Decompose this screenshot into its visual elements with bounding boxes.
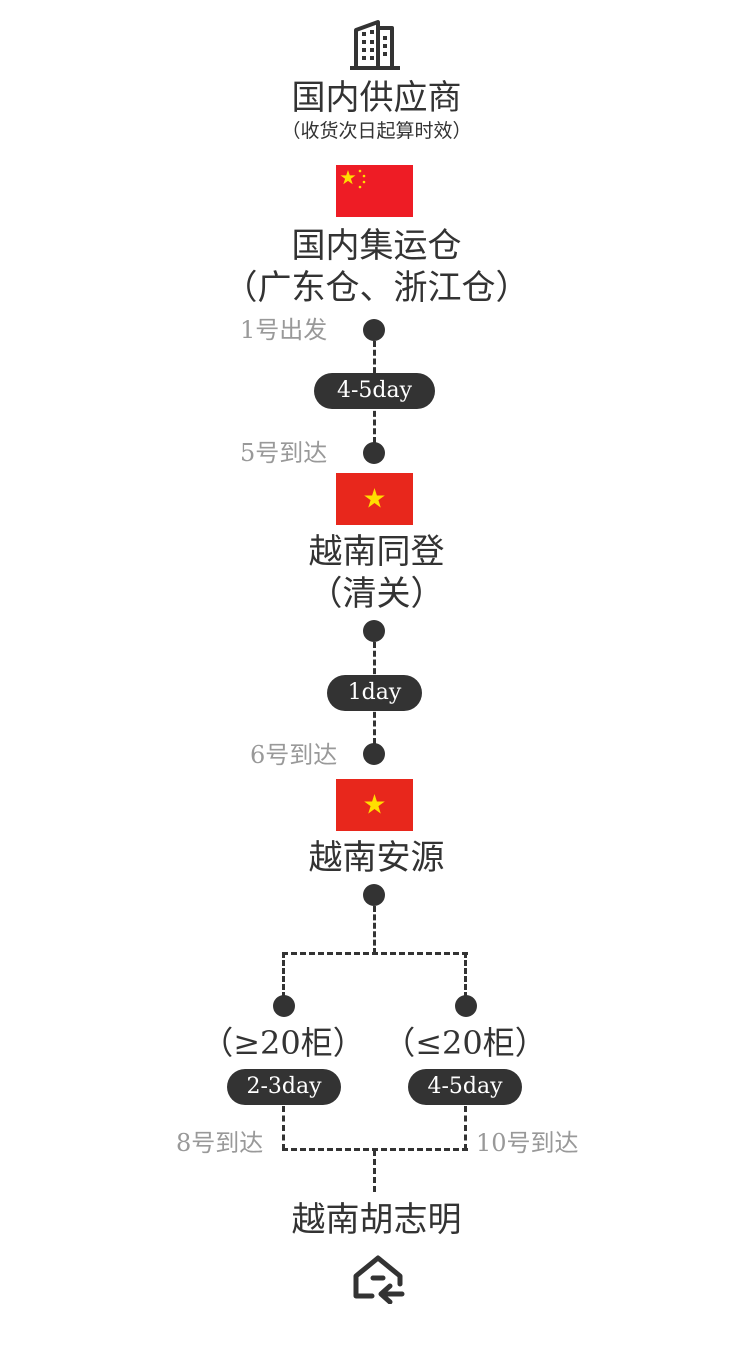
consolidation-title: 国内集运仓 [291, 226, 462, 266]
duration-pill: 2-3day [227, 1069, 341, 1105]
timeline-dot [363, 743, 385, 765]
supplier-title: 国内供应商 [291, 78, 462, 118]
arrive-label: 10号到达 [476, 1129, 579, 1157]
branch-left-label: （≥20柜） [201, 1024, 365, 1062]
duration-pill: 4-5day [408, 1069, 522, 1105]
vietnam-flag-icon [336, 779, 413, 831]
branch-connector [282, 1106, 285, 1150]
arrive-label: 6号到达 [250, 741, 338, 769]
duration-pill: 4-5day [314, 373, 435, 409]
building-icon [348, 18, 402, 72]
anyuan-title: 越南安源 [308, 838, 445, 878]
branch-connector [464, 1106, 467, 1150]
timeline-dot [273, 995, 295, 1017]
supplier-subtitle: （收货次日起算时效） [281, 120, 472, 142]
arrive-label: 5号到达 [240, 439, 328, 467]
merge-connector [373, 1150, 376, 1192]
duration-pill: 1day [327, 675, 422, 711]
arrive-label: 8号到达 [176, 1129, 264, 1157]
border-title: 越南同登 [308, 532, 445, 572]
merge-connector [282, 1148, 468, 1151]
timeline-dot [363, 884, 385, 906]
depart-label: 1号出发 [240, 316, 328, 344]
timeline-dot [363, 442, 385, 464]
branch-connector [282, 952, 468, 955]
branch-right-label: （≤20柜） [383, 1024, 547, 1062]
timeline-dot [363, 319, 385, 341]
branch-connector [464, 952, 467, 998]
vietnam-flag-icon [336, 473, 413, 525]
destination-title: 越南胡志明 [291, 1200, 462, 1240]
timeline-dot [363, 620, 385, 642]
consolidation-subtitle: （广东仓、浙江仓） [223, 268, 530, 308]
border-subtitle: （清关） [308, 574, 445, 614]
timeline-dot [455, 995, 477, 1017]
warehouse-return-icon [350, 1252, 406, 1305]
china-flag-icon [336, 165, 413, 217]
branch-connector [373, 906, 376, 954]
branch-connector [282, 952, 285, 998]
